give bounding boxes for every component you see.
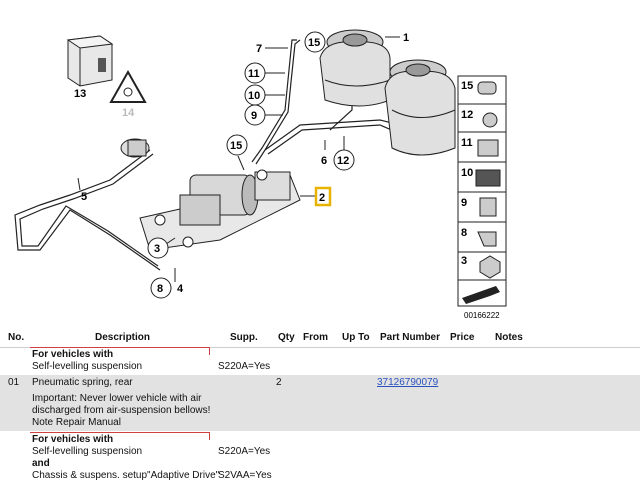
table-row: For vehicles with Self-levelling suspens… (0, 347, 640, 374)
air-lines (14, 39, 421, 271)
svg-text:8: 8 (461, 227, 467, 239)
callout-7: 7 (256, 43, 262, 55)
row-note: discharged from air-suspension bellows! (32, 405, 211, 416)
row-note: Note Repair Manual (32, 417, 121, 428)
svg-text:12: 12 (337, 155, 349, 167)
height-sensor-icon (120, 138, 150, 158)
svg-text:10: 10 (461, 167, 473, 179)
callout-10: 10 (244, 84, 266, 106)
callout-11: 11 (244, 62, 266, 84)
arrow-icon (462, 286, 500, 304)
callout-13: 13 (74, 88, 86, 100)
header-price: Price (450, 332, 475, 343)
callout-4: 4 (177, 283, 184, 295)
compressor-icon (139, 169, 301, 251)
row-connector: and (32, 458, 50, 469)
svg-text:4: 4 (177, 283, 184, 295)
double-connector-icon (477, 139, 499, 157)
svg-text:11: 11 (248, 68, 260, 80)
svg-text:14: 14 (122, 107, 135, 119)
svg-text:3: 3 (154, 243, 160, 255)
svg-text:11: 11 (461, 137, 473, 149)
row-description: Pneumatic spring, rear (32, 377, 133, 388)
header-qty: Qty (278, 332, 295, 343)
air-spring-icon (319, 29, 391, 107)
callout-9: 9 (244, 104, 266, 126)
svg-text:13: 13 (74, 88, 86, 100)
svg-text:6: 6 (321, 155, 327, 167)
svg-text:7: 7 (256, 43, 262, 55)
multi-connector-icon (475, 169, 501, 187)
row-line: Self-levelling suspension (32, 361, 143, 372)
svg-text:5: 5 (81, 191, 87, 203)
header-part-number: Part Number (380, 332, 441, 343)
svg-text:3: 3 (461, 255, 467, 267)
table-header: No. Description Supp. Qty From Up To Par… (0, 329, 640, 348)
row-supp: S2VAA=Yes (218, 470, 272, 480)
row-heading: For vehicles with (32, 434, 114, 445)
svg-text:15: 15 (461, 80, 473, 92)
callout-6: 6 (321, 155, 327, 167)
table-row[interactable]: 01 Pneumatic spring, rear 2 37126790079 … (0, 375, 640, 431)
connector-icon (477, 81, 497, 95)
parts-table: No. Description Supp. Qty From Up To Par… (0, 329, 640, 480)
row-line: Self-levelling suspension (32, 446, 143, 457)
callout-8: 8 (150, 277, 172, 299)
row-heading: For vehicles with (32, 349, 114, 360)
svg-text:2: 2 (319, 192, 325, 204)
svg-text:12: 12 (461, 109, 473, 121)
clip-icon (479, 197, 497, 217)
svg-text:9: 9 (251, 110, 257, 122)
control-module-icon (66, 35, 114, 87)
header-upto: Up To (342, 332, 370, 343)
sleeve-icon (482, 112, 498, 128)
svg-text:15: 15 (308, 37, 320, 49)
header-notes: Notes (495, 332, 523, 343)
callout-5: 5 (81, 191, 87, 203)
nut-icon (479, 255, 501, 279)
svg-text:00166222: 00166222 (464, 311, 500, 320)
svg-text:1: 1 (403, 32, 409, 44)
callout-1: 1 (403, 32, 409, 44)
header-description: Description (95, 332, 151, 343)
svg-text:8: 8 (157, 283, 163, 295)
svg-text:15: 15 (230, 140, 242, 152)
air-spring-icon (384, 59, 456, 156)
part-number-link[interactable]: 37126790079 (377, 377, 439, 388)
callout-3: 3 (147, 237, 169, 259)
table-row: For vehicles with Self-levelling suspens… (0, 432, 640, 480)
svg-text:10: 10 (248, 90, 260, 102)
row-qty: 2 (276, 377, 282, 388)
row-supp: S220A=Yes (218, 446, 271, 457)
callout-12: 12 (333, 149, 355, 171)
warning-sticker-icon (109, 69, 147, 103)
parts-diagram: 1 2 3 4 5 6 7 8 9 10 11 12 13 14 (14, 29, 507, 320)
row-supp: S220A=Yes (218, 361, 271, 372)
header-supp: Supp. (230, 332, 258, 343)
callout-15-top: 15 (304, 31, 326, 53)
callout-14: 14 (122, 107, 135, 119)
callout-15-mid: 15 (226, 134, 248, 156)
row-no: 01 (8, 377, 20, 388)
row-line: Chassis & suspens. setup"Adaptive Drive" (32, 470, 220, 480)
row-note: Important: Never lower vehicle with air (32, 393, 202, 404)
svg-text:9: 9 (461, 197, 467, 209)
bracket-icon (477, 231, 497, 247)
header-no: No. (8, 332, 25, 343)
header-from: From (303, 332, 328, 343)
callout-2[interactable]: 2 (314, 186, 332, 207)
side-part-strip: 15 12 11 10 9 8 3 00166222 (457, 75, 507, 320)
